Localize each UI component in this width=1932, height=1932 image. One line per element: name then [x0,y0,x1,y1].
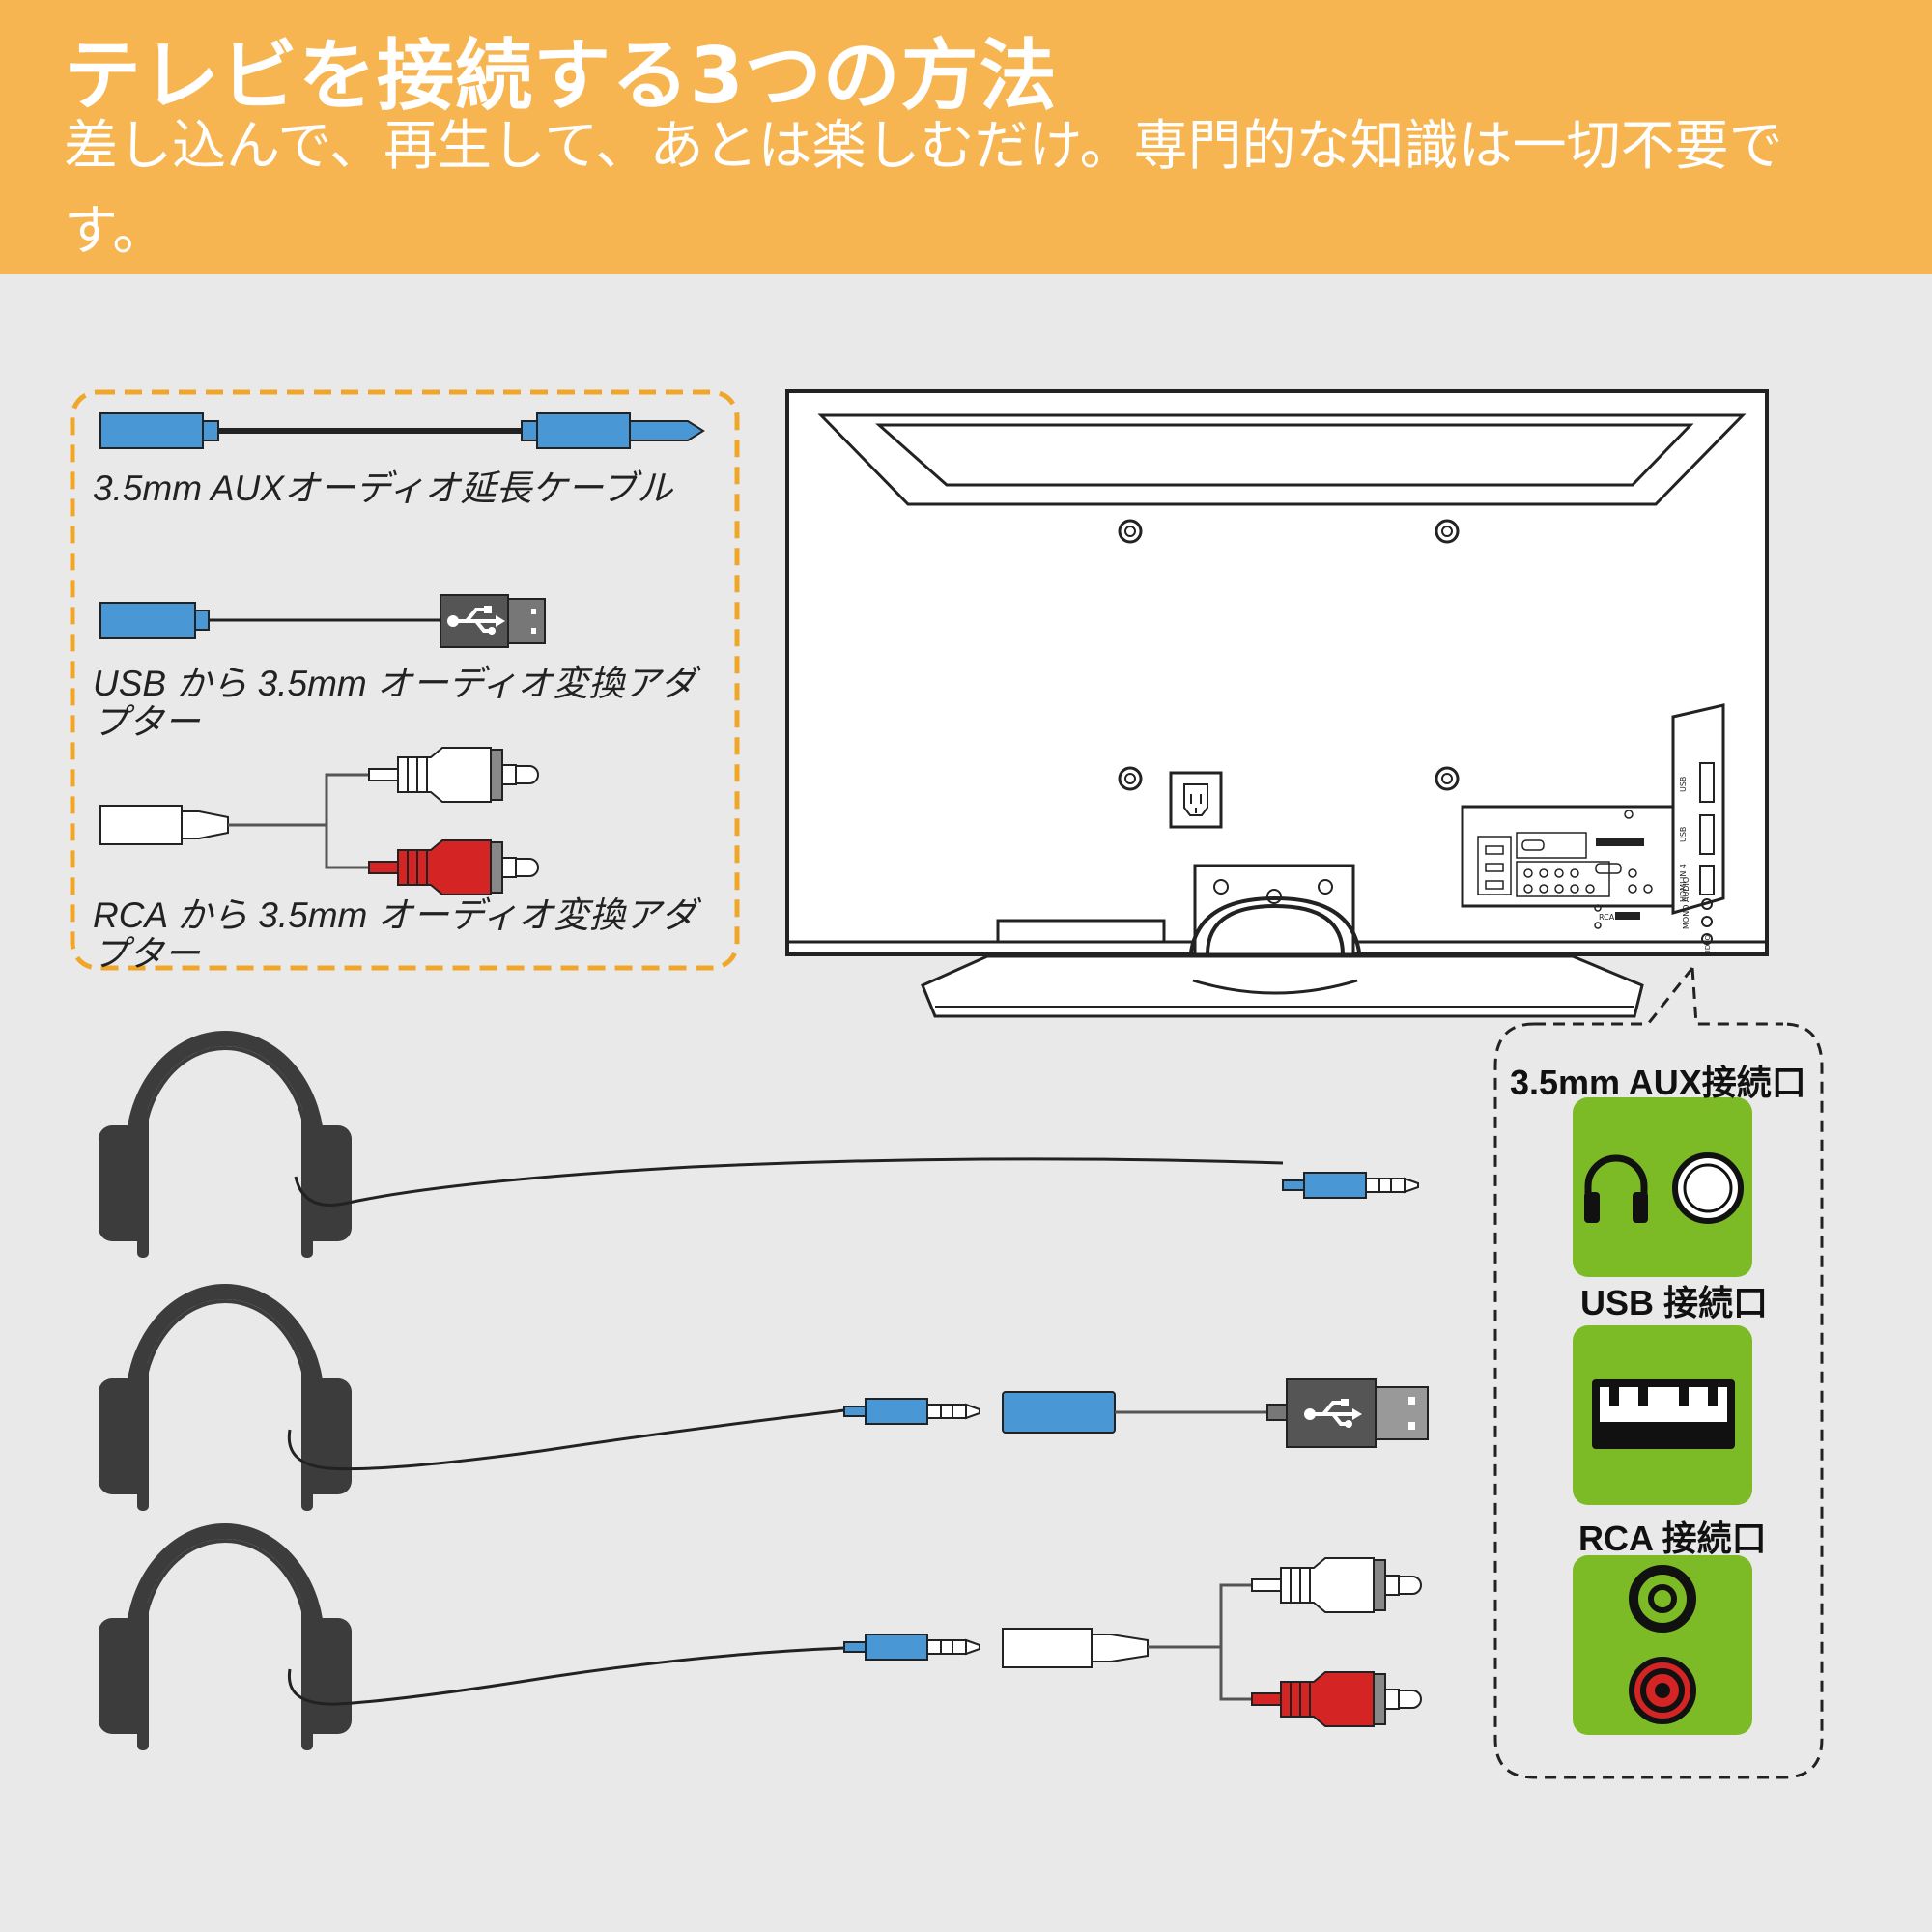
aux-port-label: 3.5mm AUX接続口 [1510,1063,1806,1102]
legend-aux-label: 3.5mm AUXオーディオ延長ケーブル [93,469,673,508]
headphones-aux [99,1038,1284,1258]
legend-usb-label: USB から 3.5mm オーディオ変換アダプター [93,664,696,742]
rca-adapter [1002,1583,1269,1701]
aux-cable-icon [99,412,705,449]
rca-red-plug [1251,1671,1422,1727]
page-title: テレビを接続する3つの方法 [64,31,1058,121]
rca-white-plug [1251,1557,1422,1613]
tv-hdmi-label: HDMI IN 4 [1679,864,1688,902]
usb-row-plug [843,1398,980,1425]
tv-video-label: VIDEO [1704,934,1712,956]
header-banner: テレビを接続する3つの方法 差し込んで、再生して、あとは楽しむだけ。専門的な知識… [0,0,1932,274]
rca-adapter-icon [99,747,539,895]
rca-row-plug [843,1634,980,1661]
tv-usb-label-1: USB [1679,777,1688,792]
tv-rca-label: RCA [1599,913,1615,922]
legend-rca-label: RCA から 3.5mm オーディオ変換アダプター [93,895,697,974]
rca-port-icon [1573,1555,1752,1735]
headphones-usb [99,1292,845,1511]
aux-port-icon [1573,1097,1752,1277]
legend-box [70,389,740,971]
usb-port-label: USB 接続口 [1580,1283,1769,1322]
aux-plug [1282,1172,1419,1199]
port-callout [1493,967,1824,1779]
tv-usb-label-2: USB [1679,827,1688,842]
page-subtitle: 差し込んで、再生して、あとは楽しむだけ。専門的な知識は一切不要です。 [64,115,1783,263]
tv-audio-label: MONO AUDIO [1682,877,1690,929]
usb-port-icon [1573,1325,1752,1505]
usb-adapter [1002,1378,1429,1448]
usb-adapter-icon [99,594,546,648]
tv-back: USB USB HDMI IN 4 MONO AUDIO RCA VIDEO [785,389,1769,1018]
headphones-rca [99,1531,845,1750]
rca-port-label: RCA 接続口 [1578,1519,1767,1558]
